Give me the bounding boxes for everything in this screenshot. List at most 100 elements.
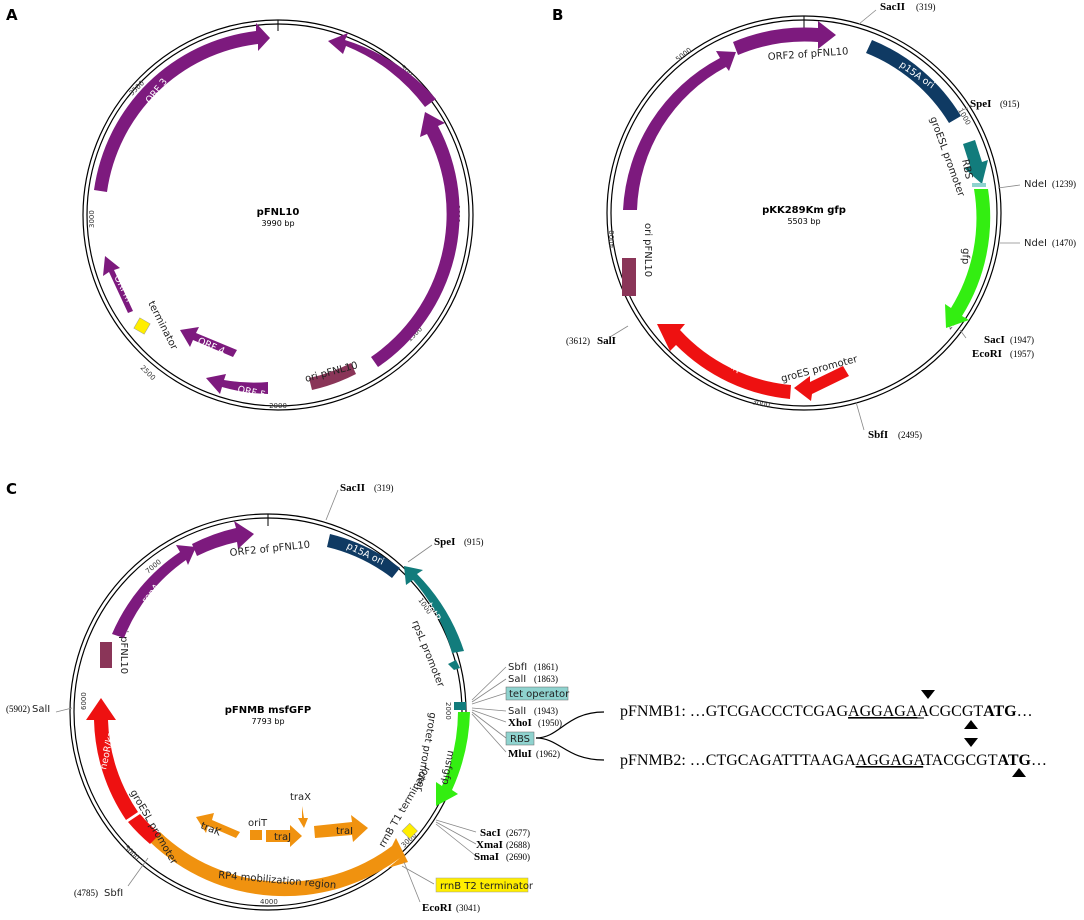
plasmid-map-c: pFNMB msfGFP 7793 bp 1000 2000 3000 4000… [6,482,570,914]
map-c-size: 7793 bp [251,717,284,726]
seq2-post: … [1031,752,1047,769]
map-b-title: pKK289Km gfp [762,205,846,216]
repa-arrow [371,112,460,367]
rp4-region-c [150,832,408,897]
site-saci-b: SacI [984,334,1005,346]
orf2-arrow-b [733,21,836,55]
site-xhoi-c-pos: (1950) [538,718,562,728]
site-saci-b-pos: (1947) [1010,335,1034,345]
p15a-label-b: p15A ori [897,59,936,91]
repa-arrow-c [112,545,196,638]
groesl-arrow-c [128,814,160,844]
repa-arrow-b [623,51,736,210]
site-saci-c: SacI [480,827,501,839]
orf2-arrow [328,33,436,107]
plasmid-map-b: pKK289Km gfp 5503 bp 1000 2000 3000 4000… [566,1,1076,441]
seq2-cut-top-icon [964,738,978,747]
site-sacii-b-pos: (319) [916,2,936,12]
seq1-post: … [1017,703,1033,720]
tet-operator-label: tet operator [509,689,570,700]
seq1-sd: AGGAGA [848,703,918,720]
orf2-label-b: ORF2 of pFNL10 [767,46,848,63]
leader-sali-b [609,325,629,338]
map-a-title: pFNL10 [257,207,300,218]
site-smai-c-pos: (2690) [506,852,530,862]
site-spei-c-pos: (915) [464,537,484,547]
tick-b-5000: 5000 [674,46,693,63]
orf3-arrow [94,23,270,192]
leader-rbs-c [471,711,507,739]
site-ndei2-b: NdeI [1024,238,1047,249]
tick-c-5000: 5000 [123,844,141,862]
site-sbfi1-c: SbfI [508,662,527,673]
site-ecori-b-pos: (1957) [1010,349,1034,359]
site-ecori-c: EcoRI [422,902,452,914]
tral-label-c: traI [336,826,353,837]
trak-arrow-c [196,813,240,838]
site-smai-c: SmaI [474,851,499,863]
site-xmai-c: XmaI [476,839,503,851]
ori-box-b [622,258,636,296]
rrnbt1-box-c [401,822,418,840]
p15a-box-b [866,40,961,123]
leader-smai-c [435,823,477,857]
site-spei-b-pos: (915) [1000,99,1020,109]
leader-rrnbt2-c [401,865,435,885]
site-saci-c-pos: (2677) [506,828,530,838]
tick-a-2000: 2000 [269,402,287,410]
leader-spei-c [407,544,433,563]
map-b-size: 5503 bp [787,217,820,226]
gfp-arrow-b [945,189,991,328]
site-sali1-c: SalI [508,674,526,685]
p15a-box-c [327,534,400,578]
site-sali-b-pos: (3612) [566,336,590,346]
tick-c-2000: 2000 [444,702,452,720]
site-xhoi-c: XhoI [508,717,532,729]
map-c-title: pFNMB msfGFP [225,705,312,716]
site-spei-b: SpeI [970,98,991,110]
site-sacii-c: SacII [340,482,365,494]
site-sali3-c-pos: (5902) [6,704,30,714]
gfp-label-b: gfp [959,248,971,265]
orit-box-c [250,830,262,840]
rrnbt2-label-c: rrnB T2 terminator [440,881,534,892]
leader-ndei1-b [997,184,1021,189]
seq1-pre: …GTCGACCCTCGAG [690,703,849,720]
groesl-arrow-b [963,140,988,184]
grotet-arrow-c [454,702,466,710]
repa-label: repA [404,231,421,256]
tick-b-3000: 3000 [752,398,771,410]
terminator-label-a: terminator [145,299,179,352]
sequence-pfnmb1: pFNMB1: …GTCGACCCTCGAGAGGAGAACGCGTATG… [620,703,1033,720]
seq2-cut-bottom-icon [1012,768,1026,777]
neor-arrow-c [86,698,138,820]
tick-b-4000: 4000 [608,230,616,248]
seq2-start-codon: ATG [997,752,1031,769]
rbs-label-c: RBS [510,734,530,745]
site-sali-b: SalI [597,335,616,347]
site-spei-c: SpeI [434,536,455,548]
panel-label-c: C [6,480,17,498]
seq2-sd: AGGAGA [856,752,926,769]
tetr-arrow-c [404,566,464,653]
orf2-arrow-c [192,521,254,556]
leader-sali3-c [55,707,73,713]
orf5-arrow [206,374,268,394]
site-sali2-c-pos: (1943) [534,706,558,716]
tet-operator-box [505,686,569,701]
site-sali3-c: SalI [32,704,50,715]
panel-label-a: A [6,6,18,24]
leader-ecori-c [403,861,421,903]
leader-sali2-c [471,707,507,712]
rbs-sequence-panel: pFNMB1: …GTCGACCCTCGAGAGGAGAACGCGTATG… p… [535,690,1047,777]
orf4-arrow [180,327,237,357]
rbs-label-b: RBS [959,158,974,180]
ori-label-c: ori pFNL10 [118,620,129,674]
orf4-label: ORF 4 [196,336,227,358]
traj-arrow-c [266,825,302,847]
site-sbfi-b: SbfI [868,429,888,441]
orfm-label: ORFm [111,273,134,304]
tick-a-2500: 2500 [139,364,157,382]
orit-label-c: oriT [248,818,268,829]
